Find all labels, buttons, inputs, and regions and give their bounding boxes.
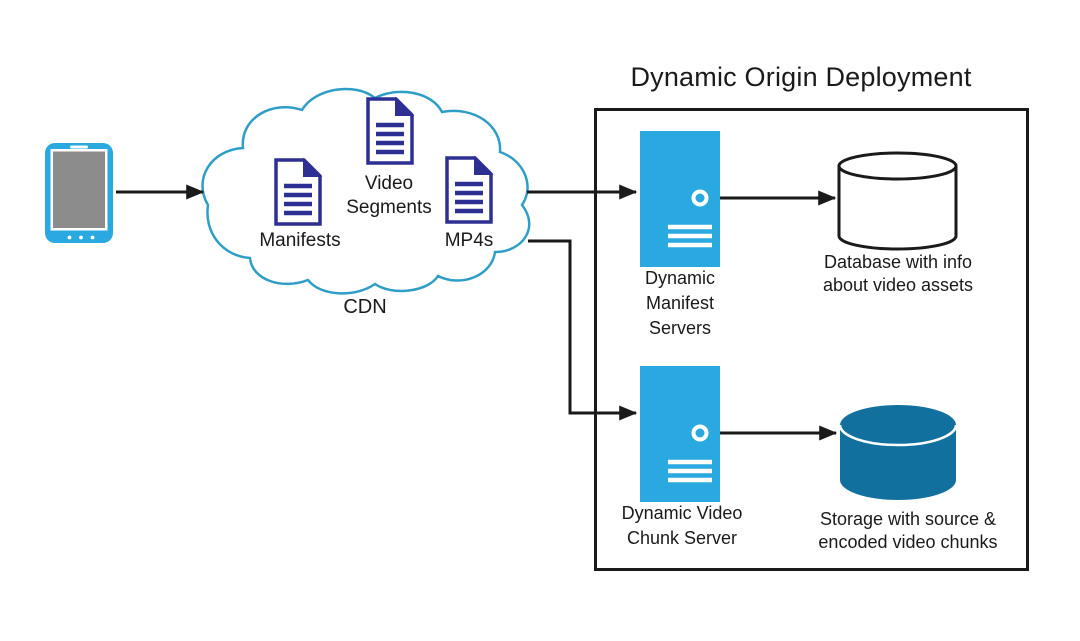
cdn-cloud <box>201 87 531 295</box>
storage-label: Storage with source & encoded video chun… <box>818 509 998 552</box>
video-segments-document-icon <box>368 99 412 163</box>
dynamic-manifest-server-icon <box>640 131 720 267</box>
tablet-client-icon <box>45 143 113 243</box>
storage-cylinder-icon <box>838 405 958 500</box>
manifests-document-icon <box>276 160 320 224</box>
cdn-label: CDN <box>343 296 387 318</box>
database-cylinder-icon <box>837 151 958 251</box>
diagram-title: Dynamic Origin Deployment <box>630 62 972 92</box>
mp4s-document-icon <box>447 158 491 222</box>
database-label: Database with info about video assets <box>822 252 974 295</box>
connectors <box>116 184 838 441</box>
dynamic-manifest-servers-label: Dynamic Manifest Servers <box>644 268 715 338</box>
dynamic-video-chunk-server-label: Dynamic Video Chunk Server <box>621 503 743 548</box>
mp4s-label: MP4s <box>444 230 494 251</box>
origin-deployment-box <box>594 108 1029 571</box>
arrow-cdn-to-chunk-server <box>528 239 638 421</box>
dynamic-video-chunk-server-icon <box>640 366 720 502</box>
manifests-label: Manifests <box>259 230 341 251</box>
video-segments-label: Video Segments <box>346 173 432 218</box>
